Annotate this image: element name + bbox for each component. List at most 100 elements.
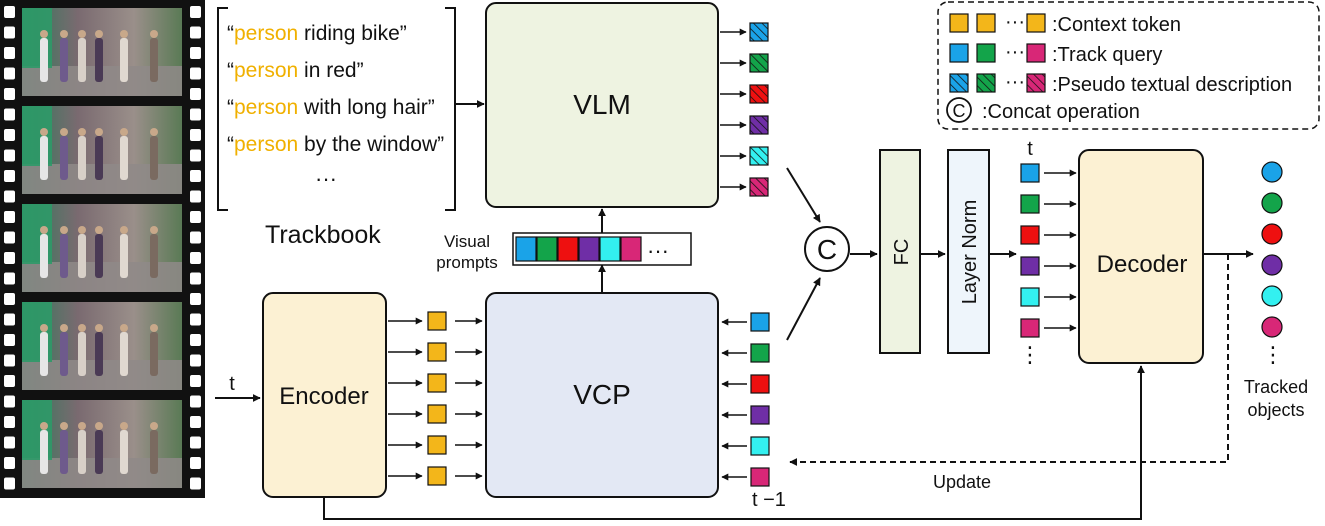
layer-norm-label: Layer Norm	[959, 200, 981, 304]
video-frame-person-head	[78, 226, 86, 234]
vlm-to-concat-arrow	[786, 167, 821, 223]
trackbook-line-4: “person by the window”	[227, 133, 444, 156]
legend: ··· ··· ··· :Context token :Track query …	[937, 1, 1320, 130]
context-token	[427, 466, 447, 486]
t-decoder-label: t	[1027, 138, 1033, 160]
decoder-input-ellipsis: ⋮	[1019, 342, 1041, 367]
context-token	[427, 435, 447, 455]
video-frame-person	[60, 430, 68, 474]
video-frame	[22, 400, 182, 488]
video-frame-person-head	[120, 30, 128, 38]
video-frame-person-head	[60, 30, 68, 38]
legend-dots-1: ···	[1005, 11, 1025, 33]
track-query-magenta	[1020, 318, 1040, 338]
film-hole	[4, 47, 15, 59]
film-hole	[190, 416, 201, 428]
video-frame-person	[60, 234, 68, 278]
track-query-cyan	[1020, 287, 1040, 307]
legend-row-pseudo-text	[949, 73, 1046, 93]
track-query-prev-purple	[750, 405, 770, 425]
film-hole	[4, 211, 15, 223]
vlm-label: VLM	[573, 89, 631, 120]
film-hole	[4, 436, 15, 449]
legend-concat-symbol: C	[953, 101, 966, 121]
film-hole	[190, 354, 201, 367]
video-frame-person	[120, 38, 128, 82]
video-frame-person-head	[150, 422, 158, 430]
legend-row-track-query	[949, 43, 1046, 63]
tracked-object-cyan	[1261, 285, 1283, 307]
video-frame-person	[78, 38, 86, 82]
legend-box	[937, 1, 1320, 130]
track-query-purple	[1020, 256, 1040, 276]
track-query-blue	[1020, 163, 1040, 183]
video-frame-person-head	[60, 324, 68, 332]
video-frame-person	[120, 430, 128, 474]
video-frame-person-head	[60, 422, 68, 430]
tracked-object-red	[1261, 223, 1283, 245]
film-hole	[190, 6, 201, 18]
video-frame-person-head	[150, 324, 158, 332]
track-queries-previous-frame	[721, 312, 770, 487]
video-frame	[22, 8, 182, 96]
decoder-label: Decoder	[1097, 251, 1188, 278]
fc-block	[879, 149, 921, 354]
film-hole	[4, 293, 15, 305]
film-hole	[4, 354, 15, 367]
film-hole	[190, 313, 201, 326]
film-hole	[4, 6, 15, 18]
video-frame-person-head	[78, 30, 86, 38]
film-hole	[4, 272, 15, 285]
context-tokens	[388, 311, 483, 486]
film-hole	[190, 231, 201, 244]
encoder-label: Encoder	[279, 383, 368, 410]
context-token	[427, 404, 447, 424]
track-query-prev-magenta	[750, 467, 770, 487]
visual-prompts-ellipsis: ···	[647, 238, 669, 263]
video-frame-person-head	[60, 226, 68, 234]
decoder-block	[1078, 149, 1204, 364]
pseudo-text-token-blue-hatch	[750, 23, 768, 41]
video-frame-person	[150, 430, 158, 474]
film-hole	[4, 170, 15, 182]
video-frame-person	[60, 38, 68, 82]
trackbook-line-1: “person riding bike”	[227, 22, 407, 45]
video-frame-person	[40, 234, 48, 278]
video-frame-person-head	[95, 226, 103, 234]
film-hole	[190, 129, 201, 141]
video-frame-person	[40, 430, 48, 474]
video-frame-person-head	[95, 30, 103, 38]
video-frame-person	[95, 430, 103, 474]
track-query-red	[1020, 225, 1040, 245]
video-frame-person	[60, 332, 68, 376]
pseudo-text-token-magenta-hatch	[750, 178, 768, 196]
video-frame-person	[78, 332, 86, 376]
tracked-object-green	[1261, 192, 1283, 214]
track-query-prev-green	[750, 343, 770, 363]
legend-track-query-1	[949, 43, 969, 63]
legend-dots-2: ···	[1005, 41, 1025, 63]
film-hole	[4, 477, 15, 490]
tracked-objects-label-line1: Tracked	[1244, 377, 1308, 397]
film-hole	[190, 293, 201, 305]
film-hole	[190, 272, 201, 285]
video-frame-person-head	[78, 422, 86, 430]
video-frame-person	[40, 136, 48, 180]
video-frame-person-head	[78, 128, 86, 136]
video-frame-person-head	[40, 30, 48, 38]
update-feedback-arrow	[789, 254, 1229, 466]
trackbook-label: Trackbook	[265, 221, 381, 249]
track-query-green	[1020, 194, 1040, 214]
film-hole	[190, 26, 201, 39]
concat-symbol: C	[817, 234, 837, 265]
track-query-prev-blue	[750, 312, 770, 332]
film-hole	[4, 190, 15, 203]
film-hole	[4, 313, 15, 326]
film-hole	[4, 375, 15, 387]
video-frame-person	[95, 136, 103, 180]
pseudo-text-token-purple-hatch	[750, 116, 768, 134]
video-frame-person	[40, 332, 48, 376]
film-hole	[190, 47, 201, 59]
legend-concat-icon	[946, 97, 972, 123]
video-frame	[22, 302, 182, 390]
